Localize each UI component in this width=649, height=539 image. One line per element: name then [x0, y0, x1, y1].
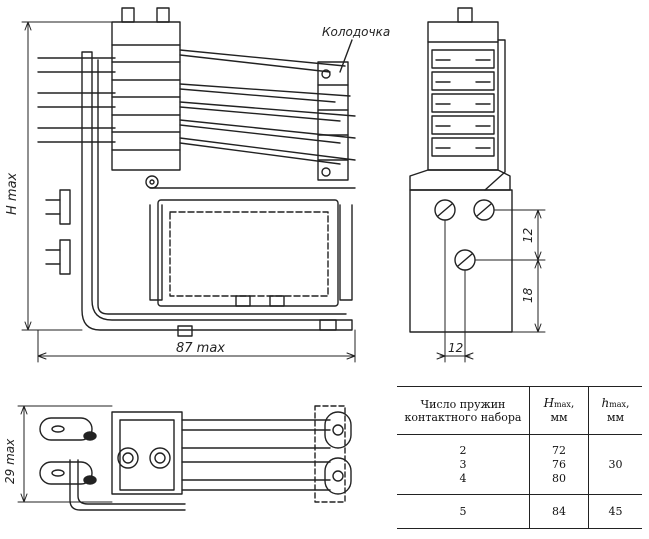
table-header-row: Число пружин контактного набора Hmax, мм…	[397, 386, 642, 435]
side-dimensions	[436, 209, 546, 363]
h-max-label: H max	[5, 172, 20, 215]
h-max-cell: 84	[529, 494, 589, 529]
h-max-cell: 72 76 80	[529, 434, 589, 495]
spring-spec-table: Число пружин контактного набора Hmax, мм…	[397, 386, 642, 529]
h-small-cell: 30	[588, 434, 642, 495]
h-max-dimension	[21, 21, 113, 331]
kolodochka-label: Колодочка	[322, 25, 390, 39]
table-row: 2 3 4 72 76 80 30	[397, 434, 642, 495]
dim-12-vertical-label: 12	[521, 228, 535, 243]
depth-dimension	[17, 405, 113, 503]
front-view	[37, 7, 356, 337]
width-87-label: 87 max	[176, 341, 225, 356]
dim-12-horizontal-label: 12	[448, 341, 463, 355]
h-small-max-header: hmax, мм	[588, 386, 642, 435]
width-dimension	[37, 329, 356, 363]
dim-18-label: 18	[521, 287, 535, 303]
h-max-header: Hmax, мм	[529, 386, 589, 435]
springs-header: Число пружин контактного набора	[404, 397, 522, 424]
h-small-cell: 45	[588, 494, 642, 529]
table-row: 5 84 45	[397, 494, 642, 529]
height-29-label: 29 max	[3, 438, 17, 484]
top-view	[39, 405, 352, 511]
springs-cell: 2 3 4	[459, 443, 467, 485]
springs-cell: 5	[459, 505, 467, 518]
side-view	[409, 7, 513, 333]
